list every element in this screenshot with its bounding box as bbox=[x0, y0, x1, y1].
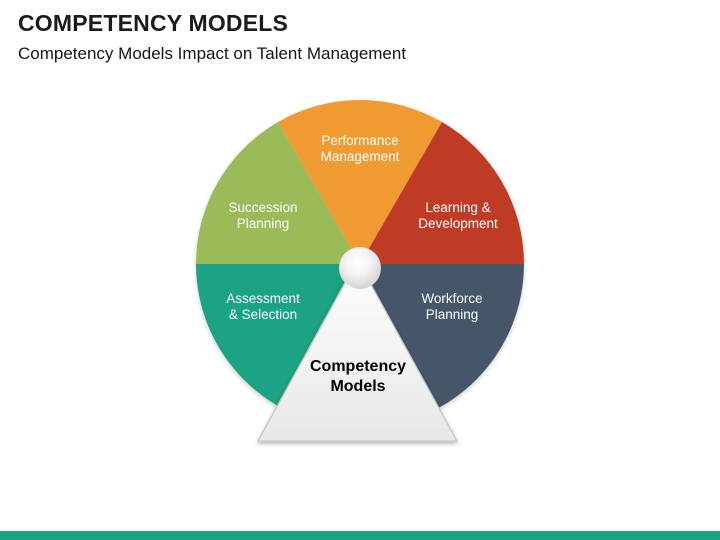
center-sphere bbox=[339, 247, 381, 289]
bottom-accent-bar bbox=[0, 531, 720, 540]
pyramid-shape bbox=[256, 258, 459, 442]
page-title: COMPETENCY MODELS bbox=[18, 10, 289, 36]
wheel-segments bbox=[196, 100, 524, 428]
segment-succession-planning bbox=[196, 122, 360, 264]
page-subtitle: Competency Models Impact on Talent Manag… bbox=[18, 44, 407, 63]
segment-performance-management bbox=[278, 100, 442, 265]
segment-learning-development bbox=[360, 122, 524, 264]
